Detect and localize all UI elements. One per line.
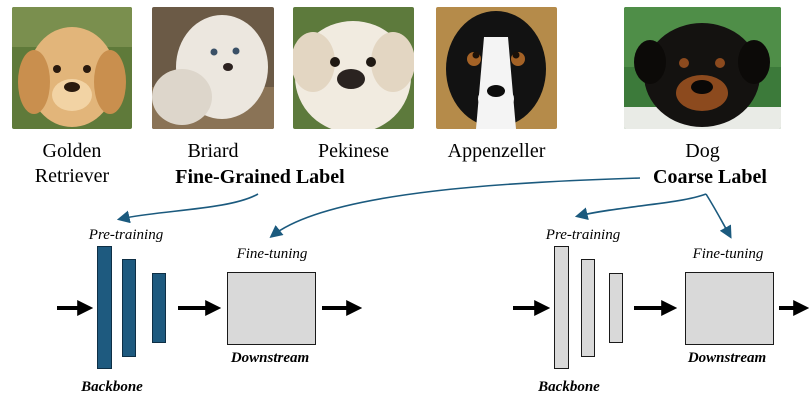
downstream-box-left bbox=[227, 272, 316, 345]
downstream-box-right bbox=[685, 272, 774, 345]
caption-pekinese: Pekinese bbox=[317, 140, 390, 162]
appenzeller-image bbox=[436, 7, 557, 129]
backbone-label-right: Backbone bbox=[538, 379, 600, 395]
coarse-label-to-finetuning-right-arrow bbox=[705, 193, 732, 239]
pekinese-image bbox=[293, 7, 414, 129]
downstream-label-right: Downstream bbox=[687, 350, 767, 366]
backbone-layer-3-left bbox=[152, 273, 166, 343]
backbone-layer-2-right bbox=[581, 259, 595, 357]
pretraining-label-right: Pre-training bbox=[545, 227, 621, 243]
coarse-label-to-pretraining-right-arrow bbox=[574, 193, 707, 221]
backbone-layer-3-right bbox=[609, 273, 623, 343]
golden-retriever-image bbox=[12, 7, 132, 129]
backbone-layer-1-right bbox=[554, 246, 569, 369]
fine-label-to-pretraining-arrow bbox=[116, 193, 259, 224]
caption-dog: Dog bbox=[685, 140, 720, 162]
caption-briard: Briard bbox=[187, 140, 239, 162]
caption-golden-retriever: Golden Retriever bbox=[34, 140, 110, 187]
downstream-label-left: Downstream bbox=[230, 350, 310, 366]
caption-appenzeller: Appenzeller bbox=[447, 140, 546, 162]
backbone-layer-1-left bbox=[97, 246, 112, 369]
coarse-label: Coarse Label bbox=[653, 166, 767, 188]
finetuning-label-left: Fine-tuning bbox=[236, 246, 308, 262]
pretraining-label-left: Pre-training bbox=[88, 227, 164, 243]
rottweiler-image bbox=[624, 7, 781, 129]
backbone-layer-2-left bbox=[122, 259, 136, 357]
fine-grained-label: Fine-Grained Label bbox=[175, 166, 345, 188]
backbone-label-left: Backbone bbox=[81, 379, 143, 395]
finetuning-label-right: Fine-tuning bbox=[692, 246, 764, 262]
briard-image bbox=[152, 7, 274, 129]
